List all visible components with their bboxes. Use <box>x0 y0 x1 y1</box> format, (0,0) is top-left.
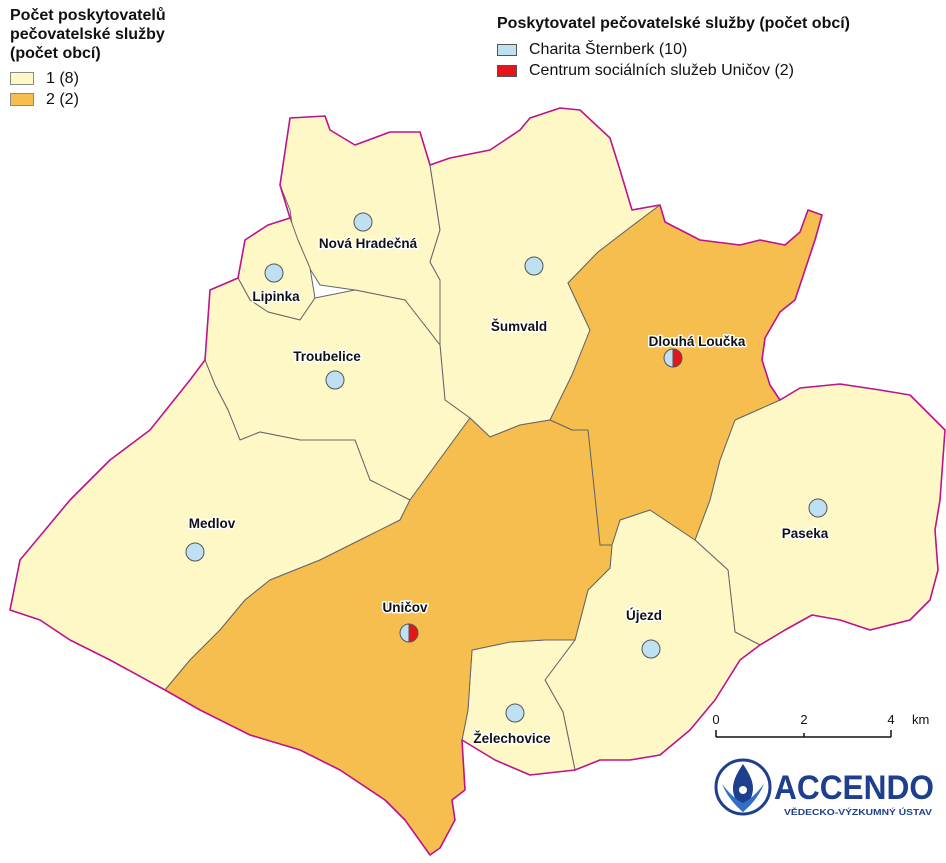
label-unicov: Uničov <box>382 600 428 615</box>
legend-provider-count-title-2: pečovatelské služby <box>10 26 165 43</box>
legend-class-1: 1 (8) <box>10 68 166 89</box>
muni-dlouha-loucka[interactable]: Dlouhá Loučka <box>647 333 747 368</box>
accendo-logo-name: ACCENDO <box>774 769 934 807</box>
charita-symbol <box>264 263 284 283</box>
legend-swatch-charita <box>497 43 517 56</box>
scale-tick-2: 2 <box>800 712 807 727</box>
legend-class-2-label: 2 (2) <box>46 90 79 108</box>
charita-half-symbol <box>663 348 674 368</box>
charita-symbol <box>185 542 205 562</box>
accendo-logo: ACCENDO VĚDECKO-VÝZKUMNÝ ÚSTAV <box>714 758 934 817</box>
scale-tick-0: 0 <box>712 712 719 727</box>
muni-unicov[interactable]: Uničov <box>381 599 429 643</box>
legend-swatch-css <box>497 64 517 77</box>
charita-symbol <box>325 370 345 390</box>
label-zelechovice: Želechovice <box>473 731 551 746</box>
charita-symbol <box>808 498 828 518</box>
muni-nova-hradecna[interactable]: Nová Hradečná <box>317 212 419 253</box>
muni-ujezd[interactable]: Újezd <box>624 607 664 659</box>
legend-swatch-2 <box>10 93 34 106</box>
legend-providers-title: Poskytovatel pečovatelské služby (počet … <box>497 15 851 32</box>
legend-provider-count-title-1: Počet poskytovatelů <box>10 7 166 24</box>
legend-swatch-1 <box>10 72 34 85</box>
label-dlouha-loucka: Dlouhá Loučka <box>649 334 746 349</box>
legend-provider-charita-label: Charita Šternberk (10) <box>529 40 688 58</box>
css-unicov-half-symbol <box>408 623 419 643</box>
label-sumvald: Šumvald <box>491 319 547 334</box>
label-troubelice: Troubelice <box>293 349 361 364</box>
charita-half-symbol <box>399 623 410 643</box>
label-lipinka: Lipinka <box>252 289 300 304</box>
muni-zelechovice[interactable]: Želechovice <box>472 703 553 748</box>
label-ujezd: Újezd <box>626 608 662 623</box>
label-nova-hradecna: Nová Hradečná <box>319 236 418 251</box>
legend-provider-count-title-3: (počet obcí) <box>10 45 101 62</box>
muni-medlov[interactable]: Medlov <box>185 515 237 562</box>
charita-symbol <box>353 212 373 232</box>
legend-provider-css-label: Centrum sociálních služeb Uničov (2) <box>529 61 794 79</box>
scale-unit: km <box>912 712 929 727</box>
legend-provider-css: Centrum sociálních služeb Uničov (2) <box>497 60 850 81</box>
muni-paseka[interactable]: Paseka <box>780 498 830 543</box>
label-paseka: Paseka <box>782 526 829 541</box>
scale-bar: 0 2 4 km <box>712 712 929 738</box>
charita-symbol <box>641 639 661 659</box>
legend-class-2: 2 (2) <box>10 89 166 110</box>
muni-lipinka[interactable]: Lipinka <box>251 263 302 306</box>
muni-troubelice[interactable]: Troubelice <box>292 348 363 390</box>
accendo-logo-subtitle: VĚDECKO-VÝZKUMNÝ ÚSTAV <box>784 808 933 817</box>
legend-provider-charita: Charita Šternberk (10) <box>497 39 850 60</box>
muni-sumvald[interactable]: Šumvald <box>489 256 549 336</box>
charita-symbol <box>505 703 525 723</box>
legend-providers: Poskytovatel pečovatelské služby (počet … <box>497 15 850 81</box>
label-medlov: Medlov <box>189 516 236 531</box>
legend-provider-count: Počet poskytovatelů pečovatelské služby … <box>10 6 166 110</box>
charita-symbol <box>524 256 544 276</box>
orp-boundary <box>9 107 946 856</box>
css-unicov-half-symbol <box>672 348 683 368</box>
legend-class-1-label: 1 (8) <box>46 69 79 87</box>
scale-tick-4: 4 <box>887 712 894 727</box>
